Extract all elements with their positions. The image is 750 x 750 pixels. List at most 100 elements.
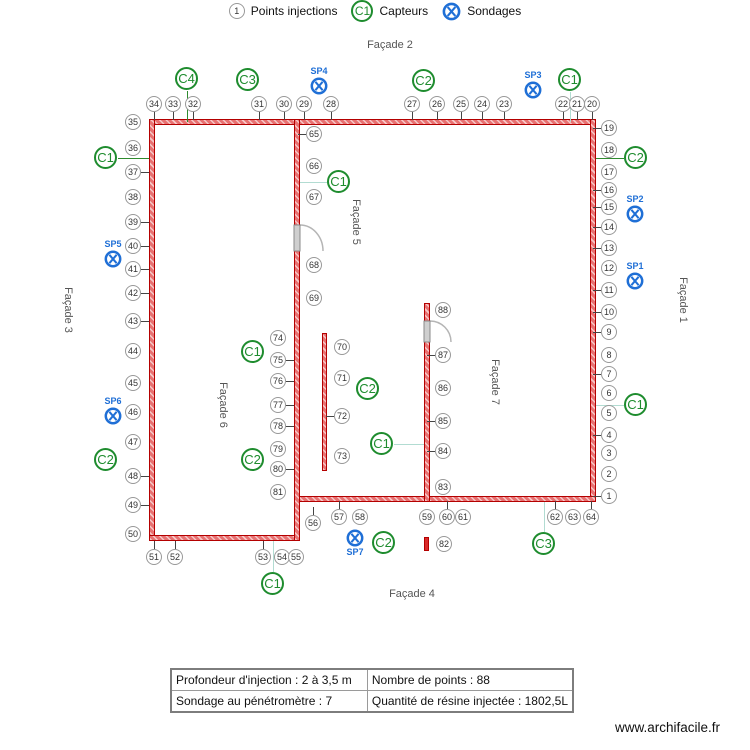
- injection-point-7[interactable]: 7: [601, 366, 617, 382]
- injection-point-43[interactable]: 43: [125, 313, 141, 329]
- injection-point-71[interactable]: 71: [334, 370, 350, 386]
- injection-point-4[interactable]: 4: [601, 427, 617, 443]
- sondage-sp4[interactable]: SP4: [310, 66, 328, 95]
- injection-point-3[interactable]: 3: [601, 445, 617, 461]
- capteur-c2[interactable]: C2: [624, 146, 647, 169]
- sondage-sp1[interactable]: SP1: [626, 261, 644, 290]
- injection-point-18[interactable]: 18: [601, 142, 617, 158]
- injection-point-64[interactable]: 64: [583, 509, 599, 525]
- injection-point-40[interactable]: 40: [125, 238, 141, 254]
- capteur-c2[interactable]: C2: [356, 377, 379, 400]
- injection-point-41[interactable]: 41: [125, 261, 141, 277]
- injection-point-77[interactable]: 77: [270, 397, 286, 413]
- sondage-sp5[interactable]: SP5: [104, 239, 122, 268]
- injection-point-31[interactable]: 31: [251, 96, 267, 112]
- injection-point-30[interactable]: 30: [276, 96, 292, 112]
- injection-point-78[interactable]: 78: [270, 418, 286, 434]
- injection-point-25[interactable]: 25: [453, 96, 469, 112]
- facade-4-wall-main[interactable]: [295, 496, 596, 502]
- injection-point-68[interactable]: 68: [306, 257, 322, 273]
- injection-point-32[interactable]: 32: [185, 96, 201, 112]
- injection-point-52[interactable]: 52: [167, 549, 183, 565]
- injection-point-87[interactable]: 87: [435, 347, 451, 363]
- capteur-c1[interactable]: C1: [327, 170, 350, 193]
- point-82-mark[interactable]: [424, 537, 429, 551]
- injection-point-69[interactable]: 69: [306, 290, 322, 306]
- injection-point-79[interactable]: 79: [270, 441, 286, 457]
- capteur-c2[interactable]: C2: [372, 531, 395, 554]
- capteur-c1[interactable]: C1: [94, 146, 117, 169]
- injection-point-60[interactable]: 60: [439, 509, 455, 525]
- capteur-c4[interactable]: C4: [175, 67, 198, 90]
- injection-point-21[interactable]: 21: [569, 96, 585, 112]
- injection-point-11[interactable]: 11: [601, 282, 617, 298]
- facade-1-wall[interactable]: [590, 119, 596, 502]
- injection-point-81[interactable]: 81: [270, 484, 286, 500]
- injection-point-34[interactable]: 34: [146, 96, 162, 112]
- injection-point-28[interactable]: 28: [323, 96, 339, 112]
- facade-4-wall-left[interactable]: [149, 535, 300, 541]
- injection-point-37[interactable]: 37: [125, 164, 141, 180]
- injection-point-76[interactable]: 76: [270, 373, 286, 389]
- injection-point-65[interactable]: 65: [306, 126, 322, 142]
- injection-point-82[interactable]: 82: [436, 536, 452, 552]
- injection-point-29[interactable]: 29: [296, 96, 312, 112]
- facade-2-wall[interactable]: [149, 119, 596, 125]
- facade-5-wall[interactable]: [294, 119, 300, 541]
- injection-point-88[interactable]: 88: [435, 302, 451, 318]
- injection-point-20[interactable]: 20: [584, 96, 600, 112]
- sondage-sp7[interactable]: SP7: [346, 529, 364, 557]
- injection-point-48[interactable]: 48: [125, 468, 141, 484]
- injection-point-57[interactable]: 57: [331, 509, 347, 525]
- injection-point-26[interactable]: 26: [429, 96, 445, 112]
- injection-point-24[interactable]: 24: [474, 96, 490, 112]
- injection-point-15[interactable]: 15: [601, 199, 617, 215]
- injection-point-14[interactable]: 14: [601, 219, 617, 235]
- interior-short-wall[interactable]: [322, 333, 327, 471]
- injection-point-47[interactable]: 47: [125, 434, 141, 450]
- injection-point-44[interactable]: 44: [125, 343, 141, 359]
- capteur-c3[interactable]: C3: [532, 532, 555, 555]
- injection-point-80[interactable]: 80: [270, 461, 286, 477]
- capteur-c3[interactable]: C3: [236, 68, 259, 91]
- injection-point-13[interactable]: 13: [601, 240, 617, 256]
- injection-point-38[interactable]: 38: [125, 189, 141, 205]
- injection-point-45[interactable]: 45: [125, 375, 141, 391]
- capteur-c2[interactable]: C2: [241, 448, 264, 471]
- injection-point-10[interactable]: 10: [601, 304, 617, 320]
- capteur-c1[interactable]: C1: [241, 340, 264, 363]
- injection-point-1[interactable]: 1: [601, 488, 617, 504]
- facade-7-wall[interactable]: [424, 303, 430, 502]
- injection-point-85[interactable]: 85: [435, 413, 451, 429]
- injection-point-46[interactable]: 46: [125, 404, 141, 420]
- sondage-sp2[interactable]: SP2: [626, 194, 644, 223]
- injection-point-58[interactable]: 58: [352, 509, 368, 525]
- injection-point-62[interactable]: 62: [547, 509, 563, 525]
- injection-point-83[interactable]: 83: [435, 479, 451, 495]
- injection-point-66[interactable]: 66: [306, 158, 322, 174]
- injection-point-72[interactable]: 72: [334, 408, 350, 424]
- injection-point-23[interactable]: 23: [496, 96, 512, 112]
- injection-point-35[interactable]: 35: [125, 114, 141, 130]
- injection-point-42[interactable]: 42: [125, 285, 141, 301]
- injection-point-12[interactable]: 12: [601, 260, 617, 276]
- injection-point-19[interactable]: 19: [601, 120, 617, 136]
- injection-point-75[interactable]: 75: [270, 352, 286, 368]
- injection-point-84[interactable]: 84: [435, 443, 451, 459]
- injection-point-49[interactable]: 49: [125, 497, 141, 513]
- injection-point-16[interactable]: 16: [601, 182, 617, 198]
- capteur-c1[interactable]: C1: [624, 393, 647, 416]
- injection-point-55[interactable]: 55: [288, 549, 304, 565]
- injection-point-2[interactable]: 2: [601, 466, 617, 482]
- injection-point-63[interactable]: 63: [565, 509, 581, 525]
- injection-point-74[interactable]: 74: [270, 330, 286, 346]
- injection-point-51[interactable]: 51: [146, 549, 162, 565]
- facade-3-wall[interactable]: [149, 119, 155, 541]
- capteur-c1[interactable]: C1: [261, 572, 284, 595]
- injection-point-5[interactable]: 5: [601, 405, 617, 421]
- injection-point-17[interactable]: 17: [601, 164, 617, 180]
- sondage-sp6[interactable]: SP6: [104, 396, 122, 425]
- injection-point-73[interactable]: 73: [334, 448, 350, 464]
- capteur-c2[interactable]: C2: [412, 69, 435, 92]
- capteur-c2[interactable]: C2: [94, 448, 117, 471]
